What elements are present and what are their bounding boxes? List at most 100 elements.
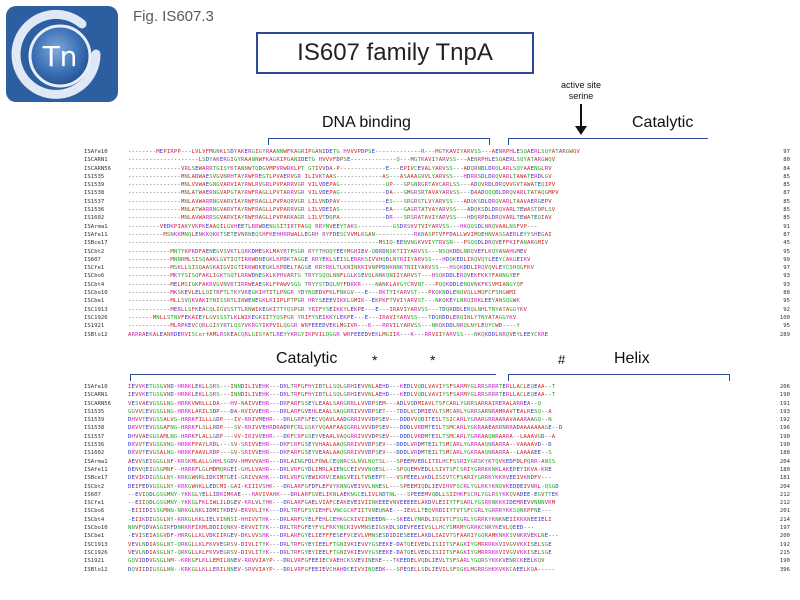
sequence-position: 190 xyxy=(779,558,790,565)
sequence-name: IS1535 xyxy=(84,408,105,415)
alignment-row: IS1538 DRVVTEVGSGAFNG-HRRKFLSLLRDP---SV-R… xyxy=(84,424,790,432)
sequence-residues: VEVLNDIASGLNT-QRKGLLKLFKVVEGRSV-DIVLITYK… xyxy=(128,549,552,556)
alignment-row: ISCbe1-EVISEIASGVDF-HRRGLLKLVDKIIRGEV-DK… xyxy=(84,532,790,540)
sequence-position: 85 xyxy=(783,215,790,222)
sequence-residues: VESVAEVGSGLNG-HRRKVWRLLLDA---HV-NAIVVEHR… xyxy=(128,400,542,407)
sequence-residues: -------MNLLSTNVFEKAIEYLGVSSSTLKLWIKEGKII… xyxy=(128,314,517,321)
sequence-name: IS1536 xyxy=(84,207,105,214)
sequence-name: ISAfe11 xyxy=(84,466,108,473)
sequence-position: 93 xyxy=(783,273,790,280)
sequence-residues: ------------MLRPKEVCQRLGISYRTLQSYVKRGYIK… xyxy=(128,323,520,330)
sequence-residues: GGVVCEVGSGLNG-HRRKLARILSDP---DA-NVIVVEHR… xyxy=(128,408,552,415)
sequence-name: ISCbt4 xyxy=(84,281,105,288)
conserved-residue-star-1: * xyxy=(372,352,378,368)
sequence-residues: --------------------LSDYAKERGIGYRAANNWFK… xyxy=(128,157,556,164)
sequence-position: 85 xyxy=(783,173,790,180)
sequence-name: IS1538 xyxy=(84,425,105,432)
sequence-position: 188 xyxy=(779,450,790,457)
alignment-row: ISCbt2------------MNTYKPKDFAENEGVSVKTLQR… xyxy=(84,248,790,256)
catalytic-bracket-top xyxy=(508,138,708,145)
alignment-row: ISCARN56 VESVAEVGSGLNG-HRRKVWRLLLDA---HV-… xyxy=(84,400,790,408)
sequence-name: ISCARN56 xyxy=(84,400,111,407)
alignment-row: ISC1913------------MERLLSFKEACQLIGVSSTTL… xyxy=(84,306,790,314)
sequence-residues: ARRRAEKALEANRDERVISCorfAMLRSKEACQRLGISYA… xyxy=(128,331,549,338)
svg-text:Tn: Tn xyxy=(42,40,78,73)
sequence-position: 200 xyxy=(779,533,790,540)
sequence-position: 190 xyxy=(779,442,790,449)
sequence-residues: DRVVTEVGSGAFNG-HRRKFLSLLRDP---SV-RRIVVEH… xyxy=(128,425,563,432)
sequence-residues: DRVVTEVGSGVNG-HRRKFPAYLRDL---SV-SRIVVEHR… xyxy=(128,442,552,449)
sequence-residues: -EIIKDIGSGLNY-KRKGLKKLIELVINNSI-HHIVVTHK… xyxy=(128,516,552,523)
page-title-text: IS607 family TnpA xyxy=(297,39,493,66)
active-site-label-line1: active site xyxy=(560,80,602,90)
sequence-position: 85 xyxy=(783,207,790,214)
helix-label: Helix xyxy=(614,350,650,367)
sequence-residues: ---------------MNLVVWAEGNGVARVIAYRWLRVGR… xyxy=(128,182,556,189)
sequence-residues: ---------VEDKPIAKYVKPKEAAQILGVHEETLRRWDE… xyxy=(128,223,538,230)
tn-logo: Tn xyxy=(6,6,118,102)
sequence-position: 201 xyxy=(779,508,790,515)
sequence-name: ISCARN56 xyxy=(84,165,111,172)
sequence-position: 193 xyxy=(779,408,790,415)
alignment-row: IS1921------------MLRPKEVCQRLGISYRTLQSYV… xyxy=(84,322,790,330)
sequence-residues: --EVIQDLGSGMNY-YKKGLYELLIDRIMKAE---HAVIV… xyxy=(128,491,559,498)
alignment-row: IS1539---------------MNLVVWAEGNGVARVIAYR… xyxy=(84,181,790,189)
alignment-row: ISCbo6-EIIIDISSGMNN-NRKGLNKLIDMITKDEV-ER… xyxy=(84,507,790,515)
sequence-name: ISC1913 xyxy=(84,306,108,313)
dna-binding-label: DNA binding xyxy=(322,114,411,131)
active-site-label: active site serine xyxy=(548,80,614,102)
alignment-row: IS1537---------------MNLAVWARRNGVARVIAYR… xyxy=(84,198,790,206)
sequence-residues: -EIIIDISSGMNN-NRKGLNKLIDMITKDEV-ERVVLIYK… xyxy=(128,508,552,515)
sequence-residues: ---------------VRLSEWARRTGISYKTANNWTQDGV… xyxy=(128,165,552,172)
sequence-name: IS1602 xyxy=(84,215,105,222)
sequence-position: 95 xyxy=(783,298,790,305)
hash-marker: # xyxy=(558,352,566,367)
sequence-name: ISBlo12 xyxy=(84,566,108,573)
sequence-position: 190 xyxy=(779,433,790,440)
alignment-row: IS1538---------------MNLATWAERNGVAPGTAYR… xyxy=(84,189,790,197)
sequence-residues: ------------MNNRMLSISQAAKLGVTIQTIRRWDNEG… xyxy=(128,256,531,263)
sequence-position: 97 xyxy=(783,265,790,272)
sequence-position: 92 xyxy=(783,306,790,313)
sequence-position: 214 xyxy=(779,516,790,523)
alignment-row: IS607 ------------MNNRMLSISQAAKLGVTIQTIRR… xyxy=(84,256,790,264)
sequence-position: 204 xyxy=(779,458,790,465)
sequence-position: 85 xyxy=(783,182,790,189)
sequence-name: IS1537 xyxy=(84,198,105,205)
sequence-position: 204 xyxy=(779,483,790,490)
sequence-residues: IEVVKETGSGVND-HRRKLEKLLQRS---INNDILIVEHK… xyxy=(128,384,556,390)
sequence-position: 93 xyxy=(783,281,790,288)
alignment-row: ISAfe11----------MSNKKMNQLENKKQKKTSETEVN… xyxy=(84,231,790,239)
sequence-position: 95 xyxy=(783,323,790,330)
alignment-row: IS607--EVIQDLGSGMNY-YKKGLYELLIDRIMKAE---… xyxy=(84,491,790,499)
sequence-position: 180 xyxy=(779,466,790,473)
alignment-row: IS1535 GGVVCEVGSGLNG-HRRKLARILSDP---DA-NV… xyxy=(84,408,790,416)
sequence-name: ISCfe1 xyxy=(84,265,105,272)
sequence-name: IS1538 xyxy=(84,190,105,197)
sequence-position: 85 xyxy=(783,198,790,205)
sequence-residues: DHVVAEGGSAMLNG-HRRKFLALLGDP---VV-IRIVVEH… xyxy=(128,433,556,440)
sequence-residues: ------------MSKLLSISQAASKAIGVIGTIRRWDKEG… xyxy=(128,265,535,272)
sequence-name: ISBce17 xyxy=(84,475,108,482)
sequence-name: ISCbo10 xyxy=(84,525,108,532)
helix-bracket xyxy=(508,374,730,381)
sequence-position: 206 xyxy=(779,384,790,390)
sequence-residues: NNVFQDVASGIRFDNRKRFIKMLDDIIQNKV-ERVVITYK… xyxy=(128,525,535,532)
sequence-name: ISCbo6 xyxy=(84,273,105,280)
sequence-position: 87 xyxy=(783,231,790,238)
sequence-position: 95 xyxy=(783,248,790,255)
catalytic-label-bottom: Catalytic xyxy=(276,350,338,367)
sequence-name: ISCbe1 xyxy=(84,533,105,540)
sequence-name: IS607 xyxy=(84,256,101,263)
sequence-residues: AEVVSEIGGGLNF-KRSKMLALLGHHLSGDV-HMVVVAHR… xyxy=(128,458,556,465)
sequence-residues: ----------------------------------------… xyxy=(128,240,549,247)
sequence-name: ISBce17 xyxy=(84,240,108,247)
